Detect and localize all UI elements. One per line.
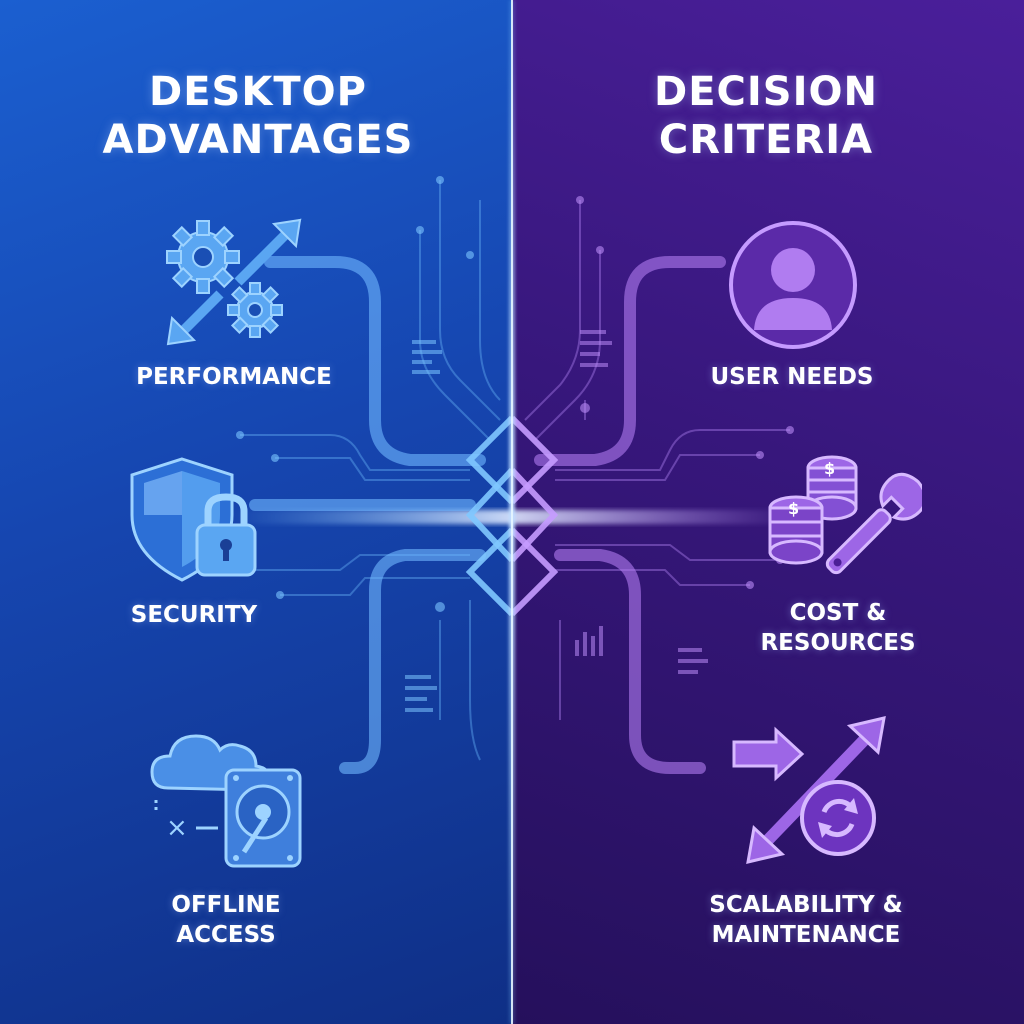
label-security: SECURITY bbox=[130, 602, 258, 628]
center-divider bbox=[511, 0, 513, 1024]
label-user-needs: USER NEEDS bbox=[710, 364, 874, 390]
label-offline-access: OFFLINE ACCESS bbox=[171, 892, 281, 948]
dollar-sign-icon: $ bbox=[788, 499, 799, 518]
label-performance: PERFORMANCE bbox=[136, 364, 332, 390]
left-heading: DESKTOP ADVANTAGES bbox=[58, 68, 458, 164]
arrows-refresh-icon bbox=[732, 716, 886, 864]
left-heading-line1: DESKTOP bbox=[149, 69, 367, 115]
center-diamond-chain bbox=[465, 415, 559, 617]
user-icon bbox=[729, 221, 857, 349]
label-cost-resources: COST & RESOURCES bbox=[760, 600, 916, 656]
left-main-connectors bbox=[249, 256, 486, 774]
coins-wrench-icon: $ $ bbox=[768, 455, 922, 575]
right-heading: DECISION CRITERIA bbox=[566, 68, 966, 164]
right-heading-line1: DECISION bbox=[654, 69, 878, 115]
shield-lock-icon bbox=[130, 457, 257, 582]
dollar-sign-icon: $ bbox=[824, 459, 835, 478]
cloud-harddrive-icon: × bbox=[150, 734, 302, 868]
left-heading-line2: ADVANTAGES bbox=[102, 117, 414, 163]
right-heading-line2: CRITERIA bbox=[658, 117, 874, 163]
right-main-connectors bbox=[534, 256, 726, 774]
left-code-bars bbox=[405, 340, 442, 712]
right-code-bars bbox=[575, 330, 708, 674]
gears-arrows-icon bbox=[166, 218, 302, 346]
label-scalability-maintenance: SCALABILITY & MAINTENANCE bbox=[709, 892, 903, 948]
cross-mark-icon: × bbox=[166, 813, 188, 843]
